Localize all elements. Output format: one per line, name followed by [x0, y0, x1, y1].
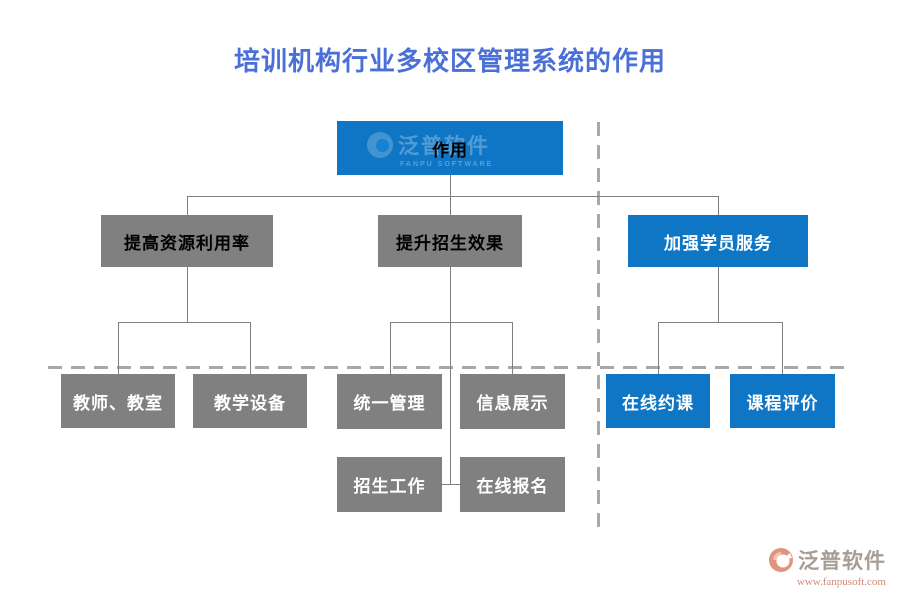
node-enrollment-work-label: 招生工作 [353, 477, 426, 496]
node-online-booking: 在线约课 [606, 374, 710, 428]
connector-enhance-service-down [718, 267, 719, 322]
page-title: 培训机构行业多校区管理系统的作用 [233, 47, 666, 76]
footer-url-link[interactable]: www.fanpusoft.com [796, 576, 886, 588]
connector-drop-boost-enrollment [450, 196, 451, 215]
horizontal-dashed-divider [48, 366, 845, 369]
node-course-evaluation-label: 课程评价 [746, 393, 819, 413]
connector-boost-enrollment-down [450, 267, 451, 484]
watermark-sub-text: FANPU SOFTWARE [400, 161, 494, 168]
connector-left-leaves-span [118, 322, 250, 323]
node-root: 泛普软件 FANPU SOFTWARE 作用 [337, 121, 563, 175]
vertical-dashed-divider [597, 122, 600, 528]
node-enrollment-work: 招生工作 [337, 457, 442, 512]
connector-drop-info-display [512, 322, 513, 374]
connector-root-down [450, 175, 451, 196]
connector-drop-teacher-classroom [118, 322, 119, 374]
footer-brand-text: 泛普软件 [798, 549, 886, 573]
connector-drop-teaching-equipment [250, 322, 251, 374]
node-enhance-service-label: 加强学员服务 [664, 233, 772, 253]
node-enhance-service: 加强学员服务 [628, 215, 808, 267]
node-online-signup: 在线报名 [460, 457, 565, 512]
fanpu-watermark-icon [367, 132, 393, 158]
node-teaching-equipment-label: 教学设备 [214, 393, 286, 413]
connector-drop-enhance-service [718, 196, 719, 215]
node-info-display: 信息展示 [460, 374, 565, 429]
watermark-logo: 泛普软件 FANPU SOFTWARE [367, 130, 493, 168]
node-teacher-classroom-label: 教师、教室 [73, 393, 163, 413]
node-unified-management-label: 统一管理 [353, 394, 426, 413]
connector-enrollment-signup-link [442, 484, 460, 485]
node-improve-resource-label: 提高资源利用率 [124, 233, 250, 253]
connector-drop-improve-resource [187, 196, 188, 215]
node-online-booking-label: 在线约课 [622, 393, 694, 413]
node-online-signup-label: 在线报名 [476, 477, 549, 496]
node-boost-enrollment: 提升招生效果 [378, 215, 522, 267]
footer-brand-block: 泛普软件 www.fanpusoft.com [726, 545, 886, 588]
connector-level2-span [187, 196, 718, 197]
node-boost-enrollment-label: 提升招生效果 [396, 233, 504, 253]
node-root-label: 作用 [432, 140, 468, 160]
connector-drop-online-booking [658, 322, 659, 374]
node-unified-management: 统一管理 [337, 374, 442, 429]
node-improve-resource: 提高资源利用率 [101, 215, 273, 267]
connector-drop-course-evaluation [782, 322, 783, 374]
connector-right-leaves-span [658, 322, 782, 323]
connector-improve-resource-down [187, 267, 188, 322]
connector-middle-leaves-span [390, 322, 512, 323]
connector-drop-unified-management [390, 322, 391, 374]
node-teacher-classroom: 教师、教室 [61, 374, 175, 428]
fanpu-logo-icon [769, 548, 793, 572]
node-teaching-equipment: 教学设备 [193, 374, 307, 428]
node-course-evaluation: 课程评价 [730, 374, 835, 428]
node-info-display-label: 信息展示 [476, 394, 549, 413]
